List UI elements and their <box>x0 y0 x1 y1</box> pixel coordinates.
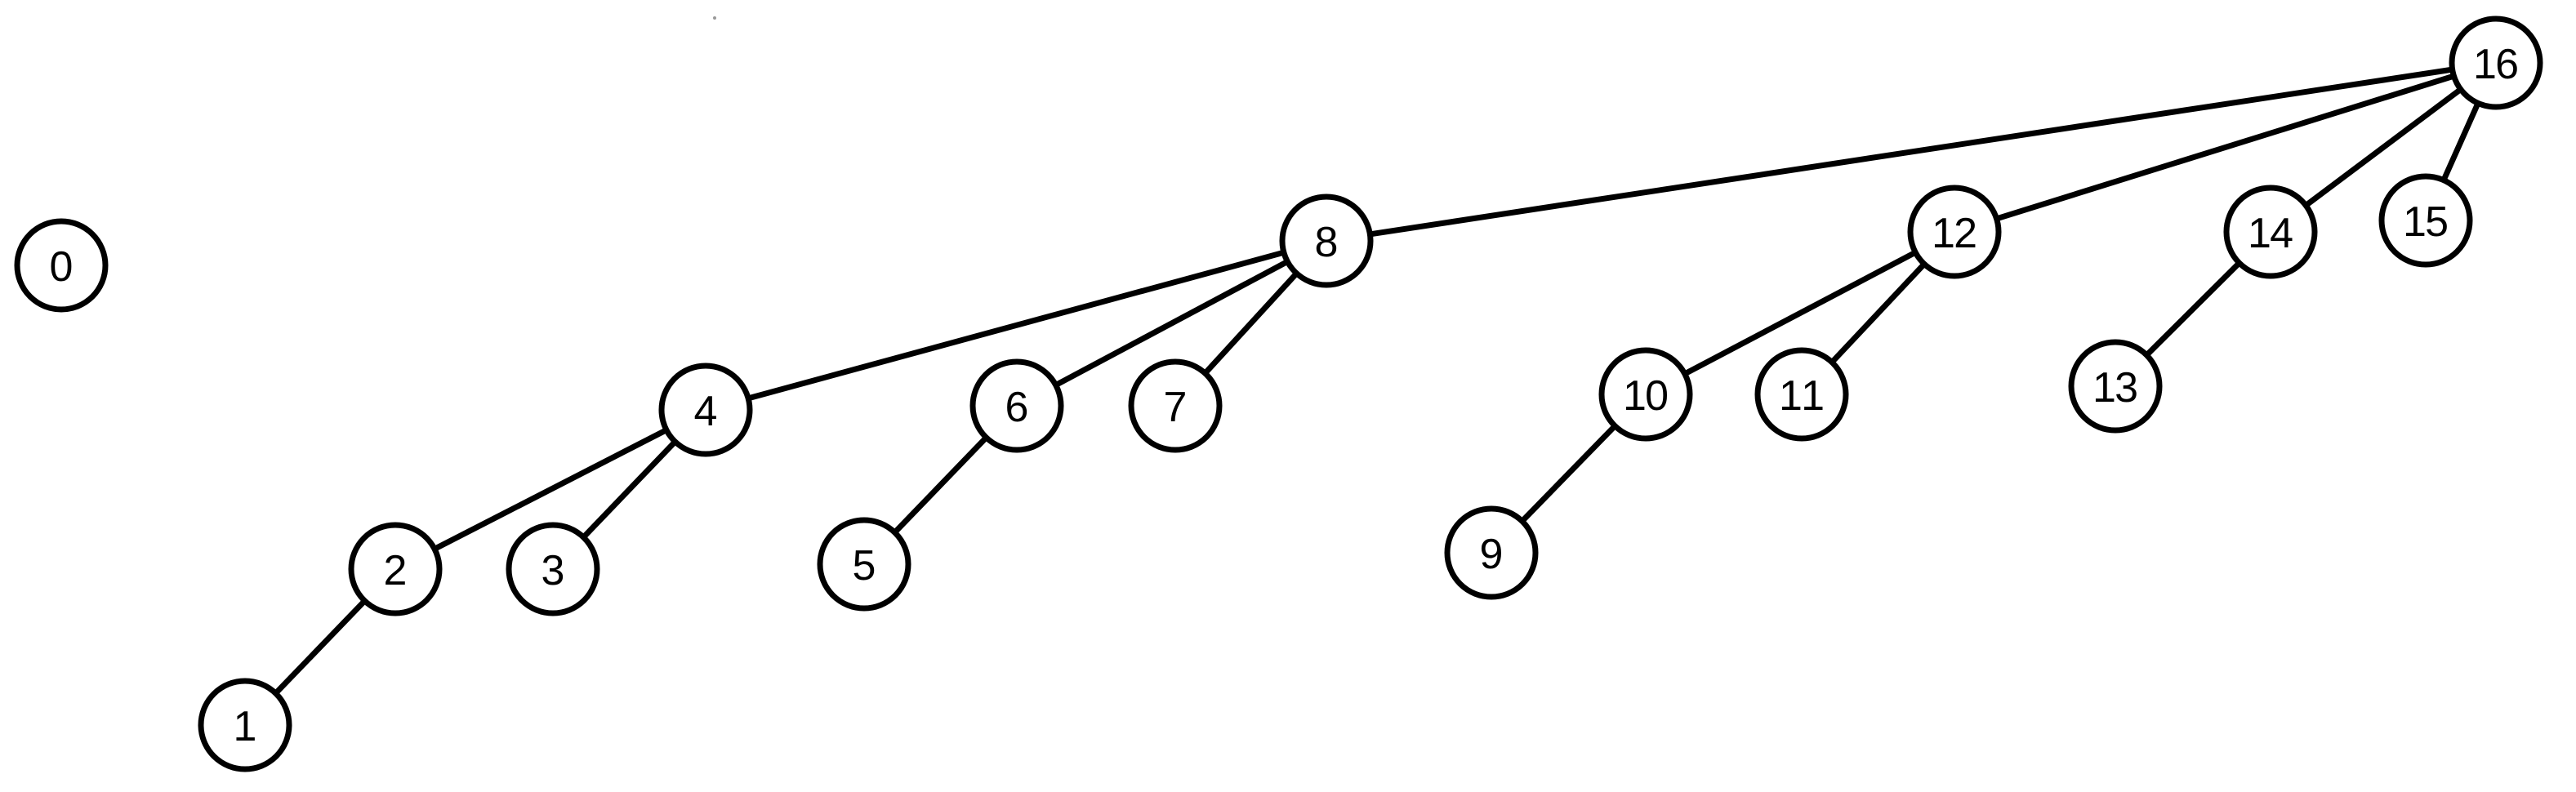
node-label: 1 <box>234 703 257 750</box>
node-9: 9 <box>1444 505 1539 600</box>
node-label: 4 <box>694 388 718 435</box>
node-3: 3 <box>506 522 600 616</box>
node-12: 12 <box>1907 185 2002 279</box>
edge-4-8 <box>702 238 1330 413</box>
node-label: 10 <box>1623 372 1669 420</box>
node-13: 13 <box>2068 339 2163 434</box>
node-label: 3 <box>541 547 565 594</box>
node-4: 4 <box>658 363 753 457</box>
edge-6-8 <box>1014 238 1330 409</box>
node-label: 13 <box>2092 364 2138 412</box>
node-label: 5 <box>853 542 876 590</box>
node-8: 8 <box>1279 194 1374 288</box>
node-15: 15 <box>2378 173 2473 268</box>
node-label: 12 <box>1932 210 1977 257</box>
node-2: 2 <box>348 522 443 616</box>
node-5: 5 <box>817 517 911 612</box>
node-circle <box>1128 358 1223 453</box>
node-16: 16 <box>2449 16 2543 110</box>
node-label: 11 <box>1779 372 1825 420</box>
speck-mark <box>713 16 716 20</box>
node-circle <box>2378 173 2473 268</box>
node-7: 7 <box>1128 358 1223 453</box>
edge-8-16 <box>1323 60 2499 244</box>
node-label: 2 <box>384 547 408 594</box>
node-circle <box>348 522 443 616</box>
node-circle <box>1598 347 1693 442</box>
node-label: 16 <box>2473 41 2519 88</box>
node-label: 6 <box>1005 384 1029 431</box>
node-label: 8 <box>1315 219 1339 266</box>
node-circle <box>198 678 292 772</box>
edge-12-16 <box>1951 60 2499 235</box>
node-label: 0 <box>50 243 74 291</box>
node-11: 11 <box>1754 347 1849 442</box>
node-circle <box>2223 185 2318 279</box>
node-circle <box>1444 505 1539 600</box>
node-circle <box>14 218 109 313</box>
node-6: 6 <box>969 358 1064 453</box>
node-label: 9 <box>1480 531 1504 578</box>
node-circle <box>1907 185 2002 279</box>
node-circle <box>2068 339 2163 434</box>
node-circle <box>506 522 600 616</box>
node-circle <box>817 517 911 612</box>
node-circle <box>1754 347 1849 442</box>
node-label: 7 <box>1164 384 1188 431</box>
node-circle <box>1279 194 1374 288</box>
node-0: 0 <box>14 218 109 313</box>
node-label: 15 <box>2403 198 2449 246</box>
node-circle <box>658 363 753 457</box>
edge-10-12 <box>1642 229 1958 398</box>
node-label: 14 <box>2248 210 2293 257</box>
node-14: 14 <box>2223 185 2318 279</box>
node-circle <box>969 358 1064 453</box>
node-10: 10 <box>1598 347 1693 442</box>
edge-2-4 <box>392 407 709 572</box>
node-1: 1 <box>198 678 292 772</box>
node-circle <box>2449 16 2543 110</box>
